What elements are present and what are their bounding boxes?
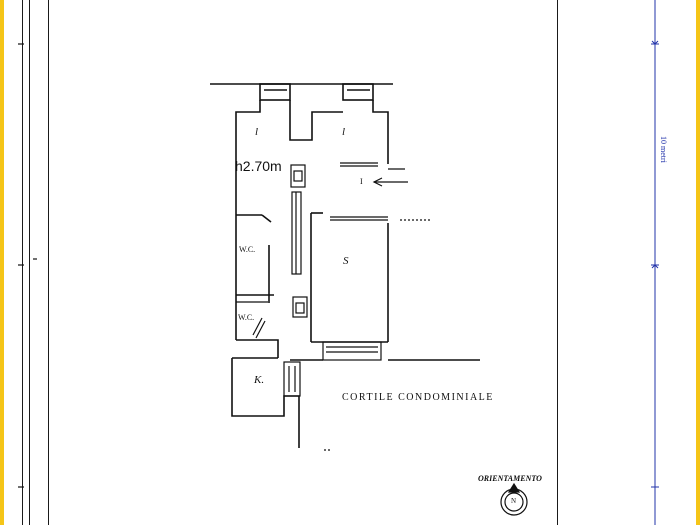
living-room-label: S (343, 255, 349, 267)
bedroom-right-label: l (342, 126, 346, 138)
frame-stripe-left (0, 0, 4, 525)
wc-upper-label: W.C. (239, 245, 256, 254)
frame-line-1 (22, 0, 23, 525)
courtyard-label: CORTILE CONDOMINIALE (342, 392, 494, 403)
ceiling-height-label: h2.70m (235, 158, 282, 174)
frame-stripe-right (696, 0, 700, 525)
compass-north-letter: N (511, 497, 517, 505)
scale-label: 10 metri (659, 136, 668, 163)
kitchen-label: K. (254, 374, 265, 386)
plan-walls (210, 83, 480, 448)
frame-line-2 (29, 0, 30, 525)
frame-line-4 (557, 0, 558, 525)
scale-bar (651, 0, 659, 525)
tick-marks (18, 43, 37, 488)
entrance-label: I (360, 177, 363, 186)
frame-line-3 (48, 0, 49, 525)
plan-details (236, 162, 430, 451)
orientation-label: ORIENTAMENTO (478, 474, 542, 483)
bedroom-left-label: l (255, 126, 259, 138)
compass (500, 482, 528, 516)
wc-lower-label: W.C. (238, 313, 255, 322)
